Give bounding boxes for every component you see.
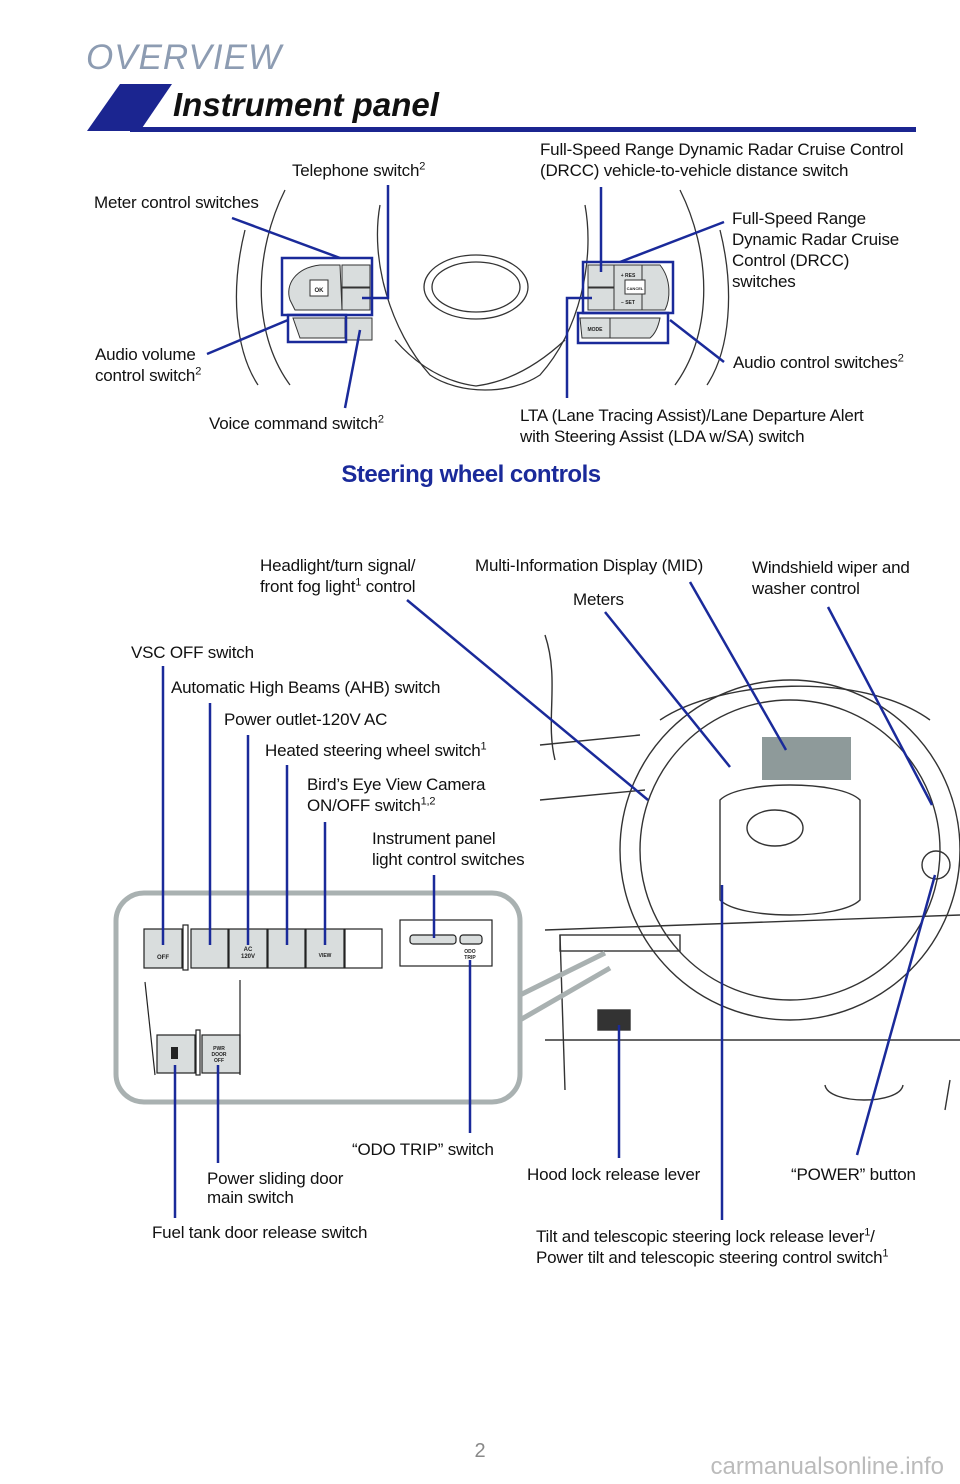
dashboard-callout-lines (161, 581, 937, 1220)
label-line: / (870, 1227, 875, 1246)
label-power-button: “POWER” button (791, 1165, 916, 1184)
label-line: Dynamic Radar Cruise (732, 230, 899, 249)
label-vsc: VSC OFF switch (131, 643, 254, 662)
label-line: Bird’s Eye View Camera (307, 775, 486, 794)
label-line: Power tilt and telescopic steering contr… (536, 1248, 883, 1267)
footnote: 2 (195, 365, 202, 378)
footnote: 2 (377, 413, 384, 426)
label-text: Audio control switches (733, 353, 898, 372)
res-button-text: + RES (621, 273, 636, 279)
label-line: LTA (Lane Tracing Assist)/Lane Departure… (520, 406, 864, 425)
trip-text: TRIP (464, 955, 476, 961)
label-line: Audio volume (95, 345, 196, 364)
watermark: carmanualsonline.info (710, 1453, 944, 1480)
footnote: 1,2 (420, 795, 436, 808)
label-meter-control: Meter control switches (94, 193, 259, 212)
switch-panel-outline (113, 890, 612, 1105)
label-drcc-distance: Full-Speed Range Dynamic Radar Cruise Co… (540, 139, 903, 181)
footnote: 1 (480, 740, 487, 753)
set-button-text: – SET (621, 300, 635, 306)
door-text: DOOR (212, 1052, 227, 1058)
label-tilt-telescopic: Tilt and telescopic steering lock releas… (536, 1226, 889, 1268)
label-ahb: Automatic High Beams (AHB) switch (171, 678, 441, 697)
footnote: 1 (355, 576, 362, 589)
label-line: control switch (95, 366, 196, 385)
mode-button-text: MODE (588, 327, 604, 333)
fuel-icon (171, 1047, 178, 1059)
label-line: front fog light (260, 577, 356, 596)
label-line: main switch (207, 1188, 294, 1207)
label-line: ON/OFF switch (307, 796, 421, 815)
label-meters: Meters (573, 590, 624, 609)
label-lta: LTA (Lane Tracing Assist)/Lane Departure… (520, 405, 864, 447)
steering-callout-lines (206, 185, 725, 409)
footnote: 1 (864, 1226, 871, 1239)
vsc-button-text: OFF (157, 955, 169, 961)
pwr-text: PWR (213, 1046, 225, 1052)
label-line: control (361, 577, 416, 596)
label-text: Voice command switch (209, 414, 378, 433)
label-line: Full-Speed Range Dynamic Radar Cruise Co… (540, 140, 904, 159)
page-number: 2 (474, 1440, 486, 1462)
odo-text: ODO (464, 949, 476, 955)
label-text: Heated steering wheel switch (265, 741, 481, 760)
label-mid: Multi-Information Display (MID) (475, 556, 704, 575)
page-title: Instrument panel (173, 86, 439, 123)
footnote: 2 (897, 352, 904, 365)
label-line: Tilt and telescopic steering lock releas… (536, 1227, 865, 1246)
label-line: Windshield wiper and (752, 558, 910, 577)
label-line: Power sliding door (207, 1169, 344, 1188)
120v-button-text: 120V (241, 954, 255, 960)
label-line: switches (732, 272, 796, 291)
right-switch-cluster (579, 264, 670, 339)
label-audio-volume: Audio volume control switch2 (95, 344, 201, 386)
mid-display (762, 737, 851, 780)
steering-caption: Steering wheel controls (341, 461, 601, 488)
label-line: washer control (752, 579, 860, 598)
label-line: with Steering Assist (LDA w/SA) switch (520, 427, 805, 446)
ok-button-text: OK (315, 288, 325, 294)
switch-panel-sidelines (144, 980, 241, 1076)
label-wiper: Windshield wiper and washer control (752, 557, 910, 599)
ac-button-text: AC (244, 947, 253, 953)
label-line: Control (DRCC) (732, 251, 850, 270)
view-button-text: VIEW (319, 953, 332, 959)
label-line: (DRCC) vehicle-to-vehicle distance switc… (540, 161, 849, 180)
label-voice-command: Voice command switch2 (209, 413, 384, 434)
section-heading: OVERVIEW (86, 38, 283, 77)
title-rule (130, 127, 916, 132)
label-line: Instrument panel (372, 829, 496, 848)
cancel-button-text: CANCEL (627, 286, 644, 291)
label-line: Headlight/turn signal/ (260, 556, 416, 575)
footnote: 2 (419, 160, 426, 173)
label-headlight: Headlight/turn signal/front fog light1 c… (260, 555, 416, 597)
footnote: 1 (882, 1247, 889, 1260)
label-power-outlet: Power outlet-120V AC (224, 710, 388, 729)
steering-wheel-illustration (235, 189, 730, 391)
label-panel-light: Instrument panel light control switches (372, 828, 525, 870)
label-line: Full-Speed Range (732, 209, 866, 228)
label-hood-lever: Hood lock release lever (527, 1165, 701, 1184)
label-audio-control: Audio control switches2 (733, 352, 904, 373)
label-text: Telephone switch (292, 161, 420, 180)
switch-panel-buttons (143, 919, 493, 1076)
dashboard-illustration (539, 634, 960, 1111)
label-fuel-door: Fuel tank door release switch (152, 1223, 368, 1242)
label-telephone: Telephone switch2 (292, 160, 425, 181)
label-heated-wheel: Heated steering wheel switch1 (265, 740, 487, 761)
left-switch-cluster (288, 264, 373, 341)
title-banner (87, 84, 172, 131)
label-line: light control switches (372, 850, 525, 869)
door-off-text: OFF (214, 1058, 224, 1064)
label-odo-trip: “ODO TRIP” switch (352, 1140, 494, 1159)
